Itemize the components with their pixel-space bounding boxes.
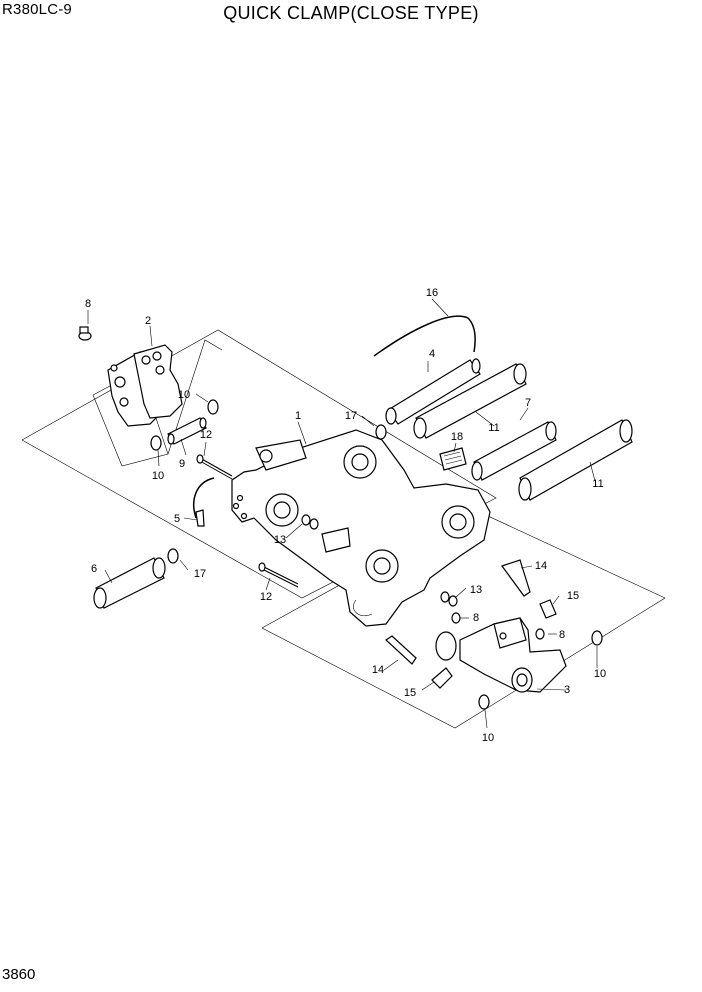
callout-17-upper: 17: [345, 410, 357, 422]
pin-9: [167, 417, 207, 445]
bracket-plates: [107, 344, 183, 427]
callout-1: 1: [295, 410, 301, 422]
pin-6: [93, 557, 166, 609]
callout-2: 2: [145, 315, 151, 327]
pin-4: [385, 358, 481, 425]
washers-13: [301, 514, 458, 607]
leader-lines: [87, 298, 598, 729]
wire-16: [373, 315, 476, 357]
callout-11-lower: 11: [592, 478, 603, 490]
callout-14-left: 14: [372, 664, 384, 676]
grease-nipple-icon: [78, 326, 92, 341]
callout-7: 7: [525, 397, 531, 409]
page-number: 3860: [2, 966, 36, 983]
pins-11-7: [413, 363, 633, 501]
callout-17-lower: 17: [194, 568, 206, 580]
callout-13-left: 13: [274, 534, 286, 546]
callout-18: 18: [451, 431, 463, 443]
callout-13-right: 13: [470, 584, 482, 596]
bolts-12: [196, 454, 299, 588]
callout-8-mid: 8: [473, 612, 479, 624]
callout-12-upper: 12: [200, 429, 212, 441]
callout-8-top: 8: [85, 298, 91, 310]
callout-10-bottom: 10: [482, 732, 494, 744]
callout-9: 9: [179, 458, 185, 470]
fittings-14-15: [385, 559, 557, 689]
callout-3: 3: [564, 684, 570, 696]
callout-labels: 1 2 3 4 5 6 7 8 8 8 9 10 10 10 10 11 11 …: [85, 287, 606, 744]
callout-14-right: 14: [535, 560, 547, 572]
callout-10-top: 10: [178, 389, 190, 401]
wire-pin-5: [193, 477, 215, 527]
callout-6: 6: [91, 563, 97, 575]
main-body: [231, 429, 491, 627]
callout-10-right: 10: [594, 668, 606, 680]
callout-15-left: 15: [404, 687, 416, 699]
callout-8-right: 8: [559, 629, 565, 641]
model-label: R380LC-9: [2, 1, 72, 18]
callout-12-lower: 12: [260, 591, 272, 603]
callout-10-left: 10: [152, 470, 164, 482]
callout-16: 16: [426, 287, 438, 299]
callout-11-upper: 11: [488, 422, 499, 434]
page-title: QUICK CLAMP(CLOSE TYPE): [223, 3, 479, 23]
label-plate-18: [439, 447, 467, 471]
callout-15-right: 15: [567, 590, 579, 602]
hydraulic-cylinder-3: [435, 617, 567, 693]
callout-5: 5: [174, 513, 180, 525]
callout-4: 4: [429, 348, 435, 360]
